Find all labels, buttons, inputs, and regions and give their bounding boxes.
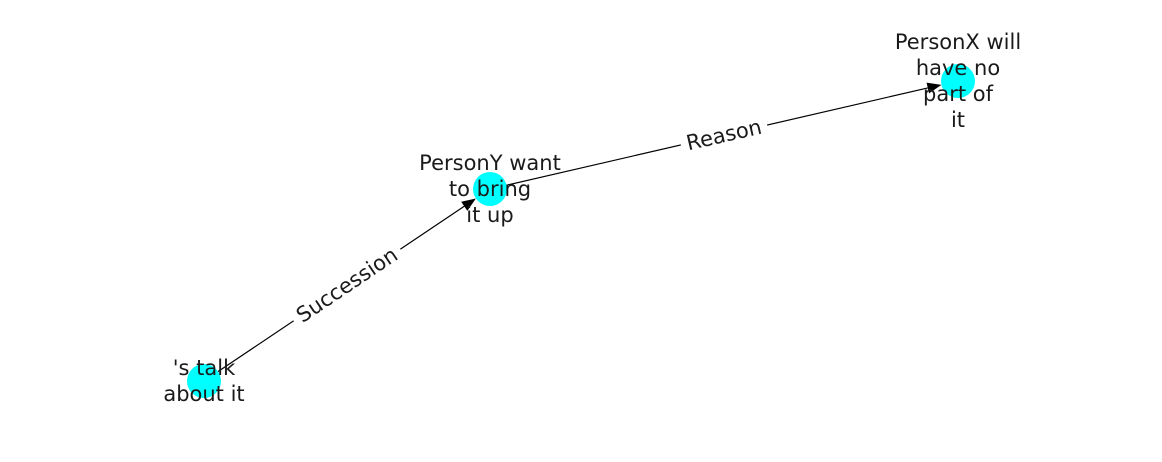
node-label-line: 's talk [173, 356, 236, 380]
node-label-line: to bring [449, 177, 531, 201]
node-circle-n1 [941, 64, 975, 98]
edge-label-background [677, 111, 771, 159]
node-label-line: it up [466, 203, 513, 227]
edge-label-group: Reason [677, 111, 771, 159]
arrow-head-n3-n2 [461, 198, 476, 211]
node-circle-n3 [187, 364, 221, 398]
node-label-line: PersonY want [419, 151, 561, 175]
edge-label-background [285, 237, 409, 333]
edge-label-group: Succession [285, 237, 409, 333]
node-label-line: have no [916, 56, 1000, 80]
node-circle-n2 [473, 172, 507, 206]
edge-label: Succession [292, 243, 402, 328]
nodes-layer [187, 64, 975, 398]
node-label-line: part of [923, 82, 994, 106]
node-label-line: about it [163, 382, 244, 406]
edge-labels-layer: Succession Reason [285, 111, 771, 333]
node-label-line: it [951, 108, 965, 132]
node-label-line: PersonX will [895, 30, 1021, 54]
edges-layer [203, 82, 942, 382]
arrow-head-n2-n1 [926, 82, 942, 94]
